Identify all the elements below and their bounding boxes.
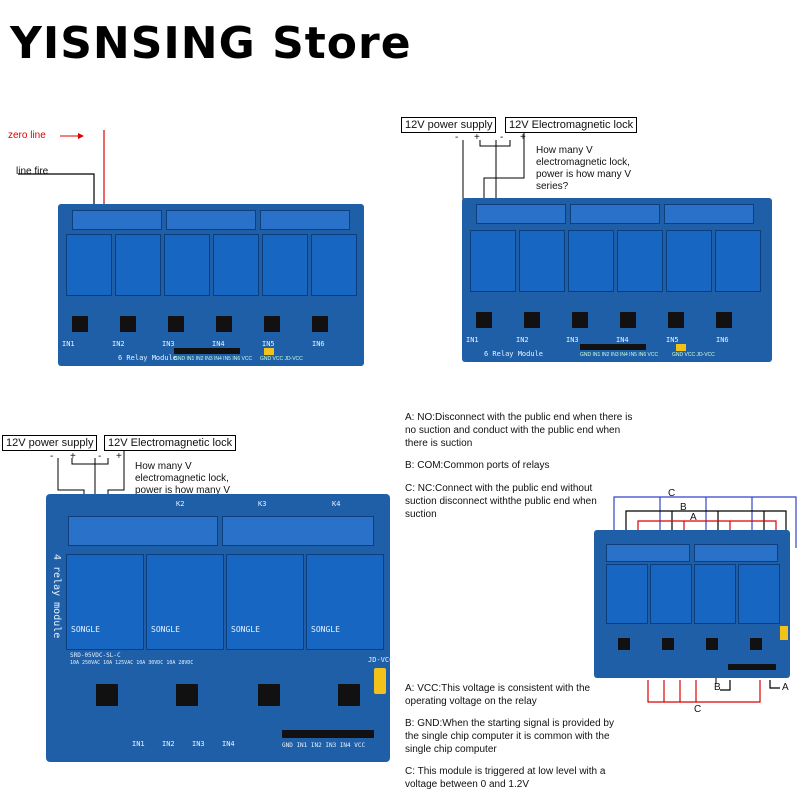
desc-com: B: COM:Common ports of relays: [405, 460, 550, 471]
in-label-1: IN1: [466, 336, 479, 344]
lock-minus: -: [500, 132, 504, 143]
wire-label-b-top: B: [680, 502, 687, 513]
desc-gnd: B: GND:When the starting signal is provi…: [405, 718, 614, 755]
wire-label-c-bottom: C: [694, 704, 702, 715]
electromagnetic-lock-box: 12V Electromagnetic lock: [104, 435, 237, 451]
screw-terminals: [72, 210, 350, 230]
pin-header-labels: GND IN1 IN2 IN3 IN4 IN5 IN6 VCC: [174, 356, 253, 362]
wire-label-a-bottom: A: [782, 682, 789, 693]
in-label-2: IN2: [162, 740, 175, 748]
optocoupler-2: [176, 684, 198, 706]
in-label-6: IN6: [716, 336, 729, 344]
optocoupler-4: [338, 684, 360, 706]
lock-plus: +: [116, 451, 122, 462]
relay-board-4-small: [594, 530, 790, 678]
desc-no: A: NO:Disconnect with the public end whe…: [405, 412, 633, 449]
jumper: [264, 348, 274, 355]
relay-board-6: IN1 IN2 IN3 IN4 IN5 IN6 6 Relay Module G…: [58, 204, 364, 366]
voltage-question: How many V electromagnetic lock, power i…: [536, 145, 632, 192]
zero-line-label: zero line: [8, 130, 46, 141]
in-label-1: IN1: [62, 340, 75, 348]
relay-board-6-b: IN1 IN2 IN3 IN4 IN5 IN6 6 Relay Module G…: [462, 198, 772, 362]
desc-vcc: A: VCC:This voltage is consistent with t…: [405, 683, 591, 707]
panel1-wires: [18, 130, 105, 210]
pin-header: [174, 348, 240, 354]
power-supply-box: 12V power supply: [401, 117, 497, 133]
store-title: YISNSING Store: [10, 18, 412, 69]
k-label-4: K4: [332, 500, 341, 508]
k-label-3: K3: [258, 500, 267, 508]
desc-trigger: C: This module is triggered at low level…: [405, 766, 606, 790]
pin-header: [282, 730, 374, 738]
in-label-3: IN3: [162, 340, 175, 348]
panel2-wires: [462, 132, 525, 206]
electromagnetic-lock-box: 12V Electromagnetic lock: [505, 117, 638, 133]
optocoupler-1: [96, 684, 118, 706]
wire-label-b-bottom: B: [714, 682, 721, 693]
screw-terminal-left: [68, 516, 218, 546]
supply-plus: +: [474, 132, 480, 143]
pin-header-labels: GND IN1 IN2 IN3 IN4 IN5 IN6 VCC: [580, 352, 659, 358]
screw-terminals: [476, 204, 754, 224]
in-label-4: IN4: [616, 336, 629, 344]
in-label-5: IN5: [262, 340, 275, 348]
relay-rating: 10A 250VAC 10A 125VAC 10A 30VDC 10A 28VD…: [70, 660, 194, 666]
in-label-3: IN3: [192, 740, 205, 748]
in-label-5: IN5: [666, 336, 679, 344]
module-label: 6 Relay Module: [484, 350, 544, 358]
optocoupler-3: [258, 684, 280, 706]
line-fire-label: line fire: [16, 166, 49, 177]
supply-minus: -: [455, 132, 459, 143]
in-label-1: IN1: [132, 740, 145, 748]
wire-label-a-top: A: [690, 512, 697, 523]
pin-header: [580, 344, 646, 350]
in-label-3: IN3: [566, 336, 579, 344]
wire-label-c-top: C: [668, 488, 676, 499]
relay-board-4: K2 K3 K4 4 relay module SONGLE SONGLE SO…: [46, 494, 394, 762]
jumper: [676, 344, 686, 351]
lock-plus: +: [520, 132, 526, 143]
relay-4: SONGLE: [306, 554, 384, 650]
jd-vcc-labels: GND VCC JD-VCC: [672, 352, 715, 358]
relay-1: SONGLE: [66, 554, 144, 650]
in-label-4: IN4: [212, 340, 225, 348]
relay-2: SONGLE: [146, 554, 224, 650]
screw-terminal-right: [222, 516, 374, 546]
in-label-2: IN2: [112, 340, 125, 348]
power-supply-box: 12V power supply: [2, 435, 98, 451]
desc-nc: C: NC:Connect with the public end withou…: [405, 483, 597, 520]
jd-vcc-labels: GND VCC JD-VCC: [260, 356, 303, 362]
module-label: 6 Relay Module: [118, 354, 178, 362]
pin-header-labels: GND IN1 IN2 IN3 IN4 VCC: [282, 742, 366, 749]
component-row: [68, 314, 354, 334]
relay-row: [470, 230, 762, 292]
in-label-6: IN6: [312, 340, 325, 348]
lock-minus: -: [98, 451, 102, 462]
jd-vcc-label: JD-VCC: [368, 656, 394, 664]
supply-plus: +: [70, 451, 76, 462]
in-label-2: IN2: [516, 336, 529, 344]
k-label-2: K2: [176, 500, 185, 508]
relay-3: SONGLE: [226, 554, 304, 650]
in-label-4: IN4: [222, 740, 235, 748]
supply-minus: -: [50, 451, 54, 462]
component-row: [472, 310, 758, 330]
relay-model: SRD-05VDC-SL-C: [70, 652, 121, 659]
jumper: [374, 668, 386, 694]
relay-row: [66, 234, 357, 296]
